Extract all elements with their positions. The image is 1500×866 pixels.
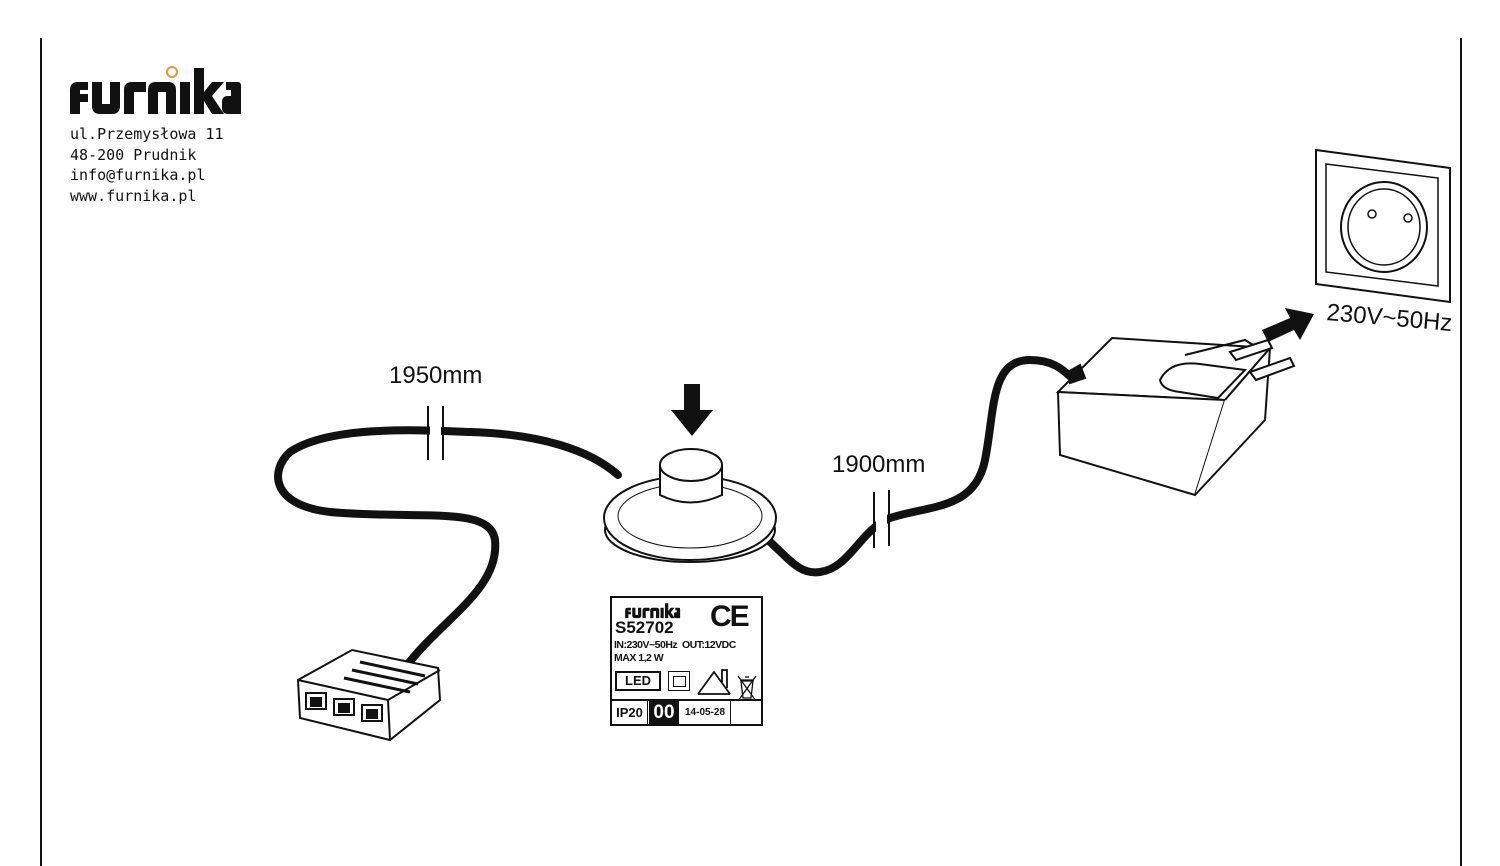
cable-left-length: 1950mm [389,362,482,389]
plug-in-arrow-icon [1262,308,1314,342]
press-arrow-icon [671,384,713,436]
cable-right-break [873,490,890,548]
label-date: 14-05-28 [680,701,731,724]
label-ip-rating: IP20 [612,701,648,724]
label-furnika-logo [625,603,681,619]
cable-left [274,426,622,672]
cable-right-length: 1900mm [832,451,925,478]
label-led-badge: LED [615,671,661,691]
wall-socket-icon [1315,148,1451,304]
product-label: CE S52702 IN:230V~50Hz OUT:12VDC MAX 1,2… [610,596,763,726]
power-adapter-icon [1055,336,1296,497]
house-indoor-icon [697,669,731,695]
label-specs: IN:230V~50Hz OUT:12VDC MAX 1,2 W [614,639,762,665]
company-address: ul.Przemysłowa 11 48-200 Prudnik info@fu… [70,124,224,206]
cable-right [764,355,1076,577]
address-email: info@furnika.pl [70,166,206,184]
label-code-badge: 00 [649,701,679,724]
label-divider [612,699,761,701]
address-city: 48-200 Prudnik [70,145,197,164]
label-model-number: S52702 [615,618,674,637]
address-website: www.furnika.pl [70,186,197,205]
weee-bin-icon [737,675,757,702]
distribution-connector-icon [296,648,442,742]
mains-voltage-label: 230V~50Hz [1325,299,1453,337]
foot-switch-icon [603,448,777,563]
left-border-line [40,38,42,866]
furnika-logo [66,64,241,120]
cable-left-break [427,406,444,460]
label-spec-power: MAX 1,2 W [614,652,664,664]
class2-icon [668,671,690,691]
label-ce-mark: CE [710,600,750,633]
right-border-line [1460,38,1462,866]
address-street: ul.Przemysłowa 11 [70,125,224,143]
label-spec-io: IN:230V~50Hz OUT:12VDC [614,639,736,651]
